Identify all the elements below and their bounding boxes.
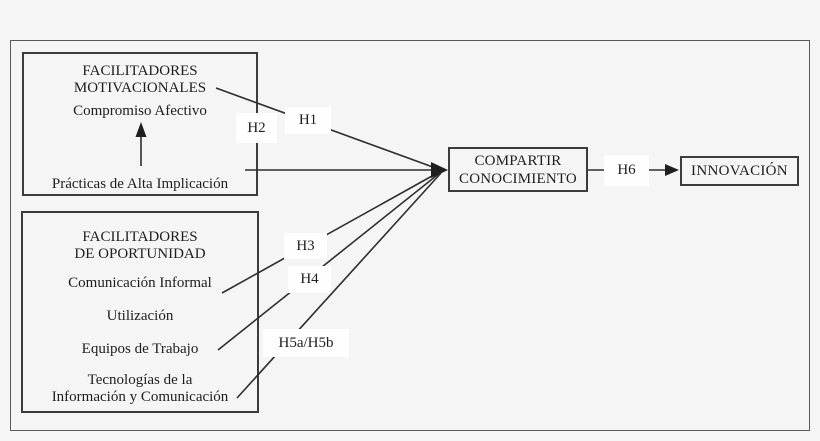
hypothesis-label-h2: H2 [236, 113, 277, 143]
motivational-title-line1: FACILITADORES [82, 63, 198, 79]
construct-box-opportunity-facilitators: FACILITADORES DE OPORTUNIDAD Comunicació… [21, 211, 259, 413]
hypothesis-label-h5ab: H5a/H5b [263, 329, 349, 357]
motivational-title-line2: MOTIVACIONALES [73, 80, 207, 96]
h6-text: H6 [617, 162, 636, 178]
opportunity-title-line2: DE OPORTUNIDAD [74, 246, 206, 262]
high-involvement-practices-label: Prácticas de Alta Implicación [51, 176, 229, 192]
hypothesis-label-h3: H3 [284, 233, 327, 259]
ict-label-line1: Tecnologías de la [87, 372, 193, 388]
affective-commitment-label: Compromiso Afectivo [73, 103, 207, 119]
knowledge-sharing-title-line2: CONOCIMIENTO [459, 170, 577, 187]
construct-box-motivational-facilitators: FACILITADORES MOTIVACIONALES Compromiso … [22, 52, 258, 196]
hypothesis-label-h4: H4 [288, 266, 331, 293]
utilization-label: Utilización [106, 308, 174, 324]
hypothesis-label-h6: H6 [604, 155, 649, 186]
construct-box-knowledge-sharing: COMPARTIR CONOCIMIENTO [448, 147, 588, 192]
work-teams-label: Equipos de Trabajo [81, 341, 199, 357]
ict-label-line2: Información y Comunicación [51, 389, 229, 405]
hypothesis-label-h1: H1 [285, 107, 331, 134]
informal-communication-label: Comunicación Informal [68, 275, 212, 291]
h2-text: H2 [247, 119, 266, 136]
knowledge-sharing-title-line1: COMPARTIR [474, 152, 562, 169]
h3-text: H3 [296, 237, 315, 254]
h5-text: H5a/H5b [278, 334, 334, 351]
opportunity-title-line1: FACILITADORES [82, 229, 198, 245]
innovation-title: INNOVACIÓN [691, 162, 788, 179]
construct-box-innovation: INNOVACIÓN [680, 156, 799, 186]
h1-text: H1 [298, 112, 318, 128]
h4-text: H4 [300, 271, 319, 287]
